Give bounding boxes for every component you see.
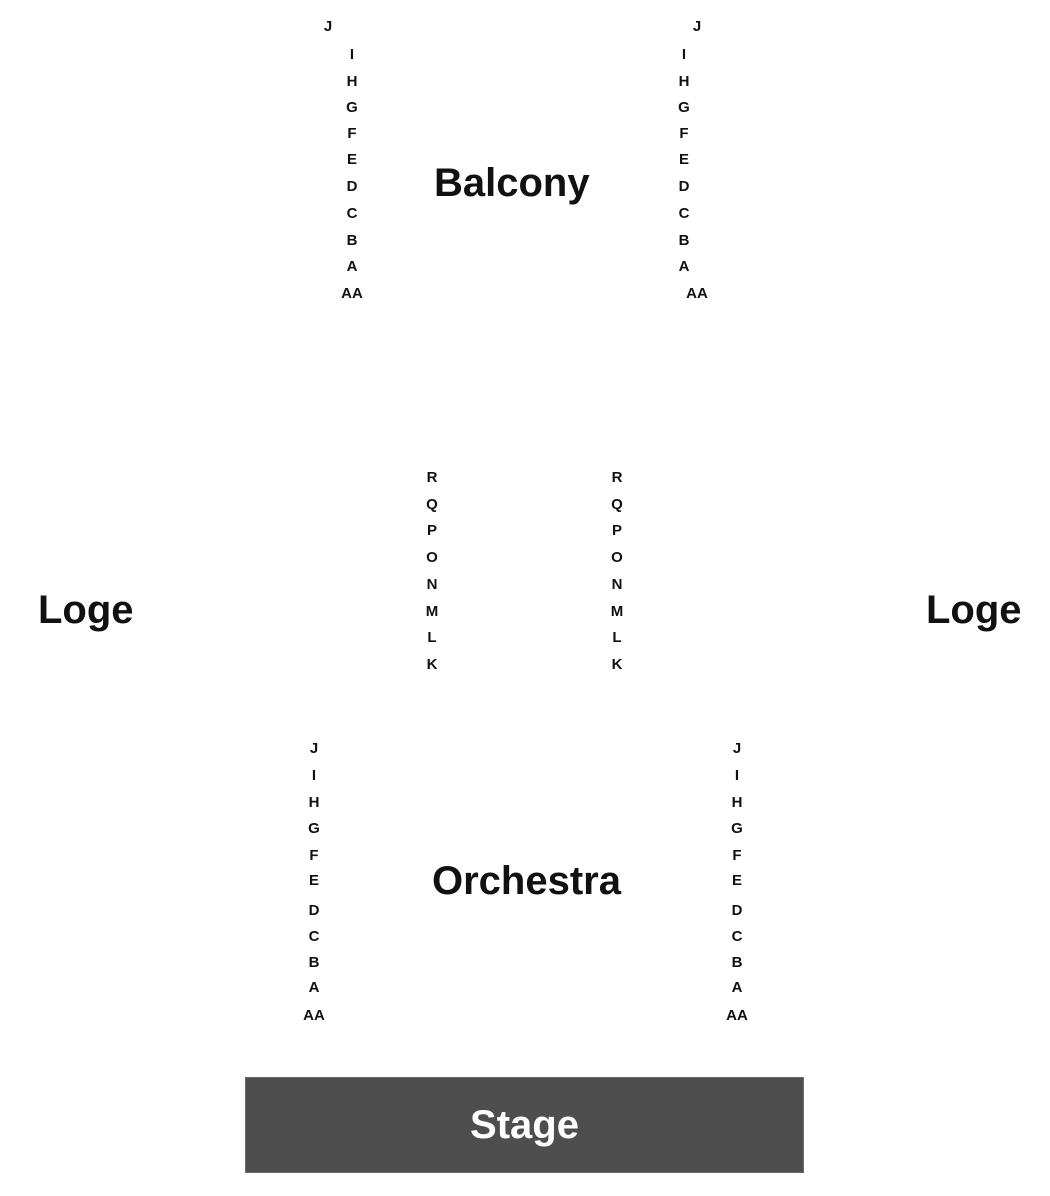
row-label: R <box>611 469 623 486</box>
row-label: G <box>308 820 320 837</box>
row-label: A <box>346 258 358 275</box>
row-label: I <box>734 767 740 784</box>
stage-label: Stage <box>470 1102 579 1147</box>
stage: Stage <box>245 1077 804 1173</box>
row-label: F <box>347 125 357 142</box>
row-label: A <box>731 979 743 996</box>
row-label: F <box>679 125 689 142</box>
row-label: M <box>425 603 439 620</box>
row-label: G <box>346 99 358 116</box>
row-label: K <box>426 656 438 673</box>
row-label: I <box>349 46 355 63</box>
row-label: Q <box>426 496 438 513</box>
row-label: F <box>732 847 742 864</box>
row-label: J <box>309 740 319 757</box>
row-label: O <box>611 549 623 566</box>
row-label: AA <box>686 285 708 302</box>
row-label: H <box>731 794 743 811</box>
row-label: D <box>731 902 743 919</box>
row-label: R <box>426 469 438 486</box>
row-label: E <box>731 872 743 889</box>
row-label: C <box>308 928 320 945</box>
row-label: AA <box>726 1007 748 1024</box>
row-label: E <box>678 151 690 168</box>
row-label: A <box>308 979 320 996</box>
row-label: B <box>308 954 320 971</box>
row-label: H <box>308 794 320 811</box>
row-label: E <box>346 151 358 168</box>
row-label: B <box>346 232 358 249</box>
row-label: C <box>346 205 358 222</box>
row-label: P <box>426 522 438 539</box>
row-label: E <box>308 872 320 889</box>
row-label: G <box>678 99 690 116</box>
row-label: H <box>678 73 690 90</box>
row-label: G <box>731 820 743 837</box>
row-label: I <box>311 767 317 784</box>
row-label: Q <box>611 496 623 513</box>
row-label: L <box>612 629 622 646</box>
row-label: C <box>678 205 690 222</box>
loge-right-label: Loge <box>926 588 1022 632</box>
orchestra-label: Orchestra <box>432 859 621 903</box>
row-label: F <box>309 847 319 864</box>
balcony-label: Balcony <box>434 161 590 205</box>
row-label: K <box>611 656 623 673</box>
loge-left-label: Loge <box>38 588 134 632</box>
row-label: AA <box>303 1007 325 1024</box>
row-label: D <box>678 178 690 195</box>
row-label: H <box>346 73 358 90</box>
row-label: A <box>678 258 690 275</box>
row-label: D <box>308 902 320 919</box>
row-label: C <box>731 928 743 945</box>
row-label: B <box>731 954 743 971</box>
row-label: L <box>427 629 437 646</box>
row-label: N <box>426 576 438 593</box>
row-label: J <box>692 18 702 35</box>
row-label: D <box>346 178 358 195</box>
row-label: N <box>611 576 623 593</box>
row-label: P <box>611 522 623 539</box>
row-label: B <box>678 232 690 249</box>
row-label: AA <box>341 285 363 302</box>
row-label: J <box>323 18 333 35</box>
row-label: M <box>610 603 624 620</box>
row-label: J <box>732 740 742 757</box>
row-label: O <box>426 549 438 566</box>
row-label: I <box>681 46 687 63</box>
